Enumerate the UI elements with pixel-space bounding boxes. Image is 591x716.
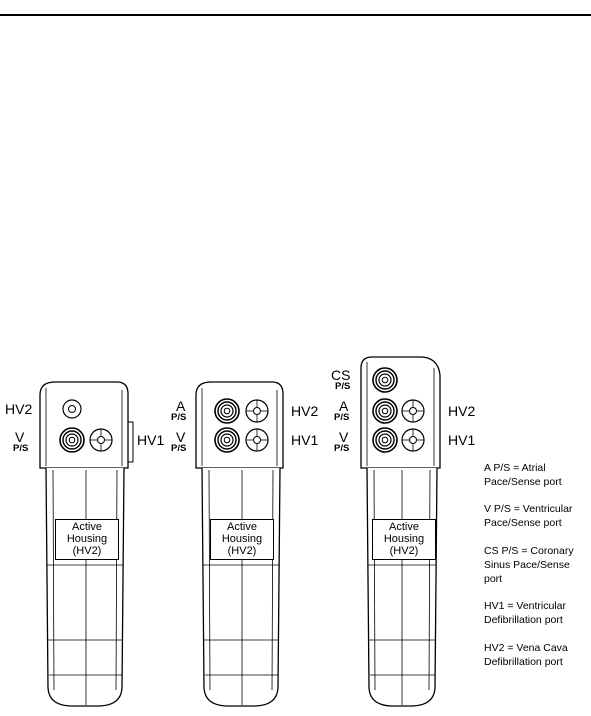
device-2-left-sublabel-1: P/S bbox=[171, 412, 187, 423]
device-2-housing-line-2: Housing bbox=[221, 533, 263, 545]
device-1-left-label-1: HV2 bbox=[5, 401, 33, 417]
device-3-housing-line-1: Active bbox=[389, 521, 419, 533]
device-3-housing-line-3: (HV2) bbox=[389, 545, 419, 557]
device-1-left-label-2: V bbox=[15, 429, 25, 445]
device-2-housing-label: Active Housing (HV2) bbox=[210, 519, 274, 560]
device-3-left-sublabel-3: P/S bbox=[334, 443, 350, 454]
legend-item-hv1: HV1 = Ventricular Defibrillation port bbox=[484, 600, 567, 626]
legend-item-v-ps: V P/S = Ventricular Pace/Sense port bbox=[484, 503, 573, 529]
legend-item-hv2: HV2 = Vena Cava Defibrillation port bbox=[484, 642, 568, 668]
device-1-housing-line-3: (HV2) bbox=[72, 545, 102, 557]
device-3-right-label-2: HV1 bbox=[448, 432, 476, 448]
device-2-housing-line-1: Active bbox=[227, 521, 257, 533]
legend-item-a-ps: A P/S = Atrial Pace/Sense port bbox=[484, 462, 562, 488]
device-3-left-label-3: V bbox=[339, 429, 349, 445]
device-2-left-label-1: A bbox=[176, 398, 186, 414]
device-3-housing-line-2: Housing bbox=[383, 533, 425, 545]
device-2-left-sublabel-2: P/S bbox=[171, 443, 187, 454]
device-3-housing-label: Active Housing (HV2) bbox=[372, 519, 436, 560]
device-3-right-label-1: HV2 bbox=[448, 403, 476, 419]
device-2-right-label-1: HV2 bbox=[291, 403, 319, 419]
device-1-housing-line-1: Active bbox=[72, 521, 102, 533]
device-1-housing-label: Active Housing (HV2) bbox=[55, 519, 119, 560]
device-1-left-sublabel-2: P/S bbox=[13, 443, 29, 454]
device-3-left-sublabel-1: P/S bbox=[335, 381, 351, 392]
legend-item-cs-ps: CS P/S = Coronary Sinus Pace/Sense port bbox=[484, 545, 574, 585]
device-3-left-sublabel-2: P/S bbox=[334, 412, 350, 423]
device-2-right-label-2: HV1 bbox=[291, 432, 319, 448]
device-1-housing-line-2: Housing bbox=[66, 533, 108, 545]
top-rule bbox=[0, 14, 591, 16]
device-2-left-label-2: V bbox=[176, 429, 186, 445]
device-3-left-label-2: A bbox=[339, 398, 349, 414]
device-3-left-label-1: CS bbox=[331, 367, 351, 383]
device-2-housing-line-3: (HV2) bbox=[227, 545, 257, 557]
device-1-right-label-1: HV1 bbox=[137, 432, 165, 448]
